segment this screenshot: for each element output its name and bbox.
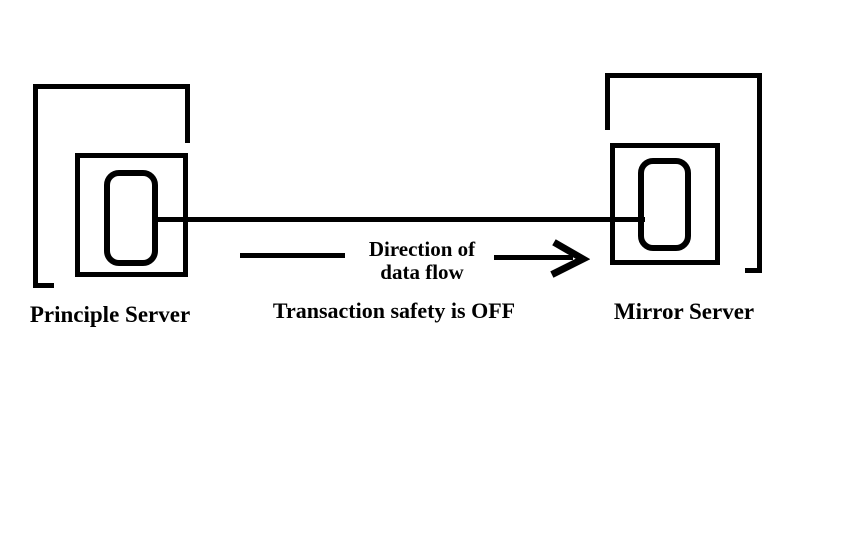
principle-server-label: Principle Server — [29, 302, 191, 327]
outer-frame-bottom-tick — [745, 268, 762, 273]
disk-shape — [638, 158, 691, 251]
mirror-server-label: Mirror Server — [613, 299, 755, 324]
arrow-shaft-line — [494, 255, 573, 260]
direction-label: Direction of data flow — [348, 238, 496, 284]
outer-frame-left-line — [33, 84, 38, 288]
outer-frame-right-line — [185, 84, 190, 143]
outer-frame-bottom-tick — [33, 283, 54, 288]
data-flow-connector-line — [156, 217, 645, 222]
outer-frame-left-line — [605, 73, 610, 130]
transaction-safety-label: Transaction safety is OFF — [272, 298, 516, 323]
outer-frame-top-line — [33, 84, 190, 89]
server-box — [75, 153, 188, 277]
server-box — [610, 143, 720, 265]
direction-label-line1: Direction of — [368, 237, 476, 261]
outer-frame-top-line — [605, 73, 762, 78]
disk-shape — [104, 170, 158, 266]
direction-label-line2: data flow — [380, 260, 464, 284]
arrow-head-icon — [550, 239, 590, 278]
direction-dash-line — [240, 253, 345, 258]
outer-frame-right-line — [757, 73, 762, 273]
